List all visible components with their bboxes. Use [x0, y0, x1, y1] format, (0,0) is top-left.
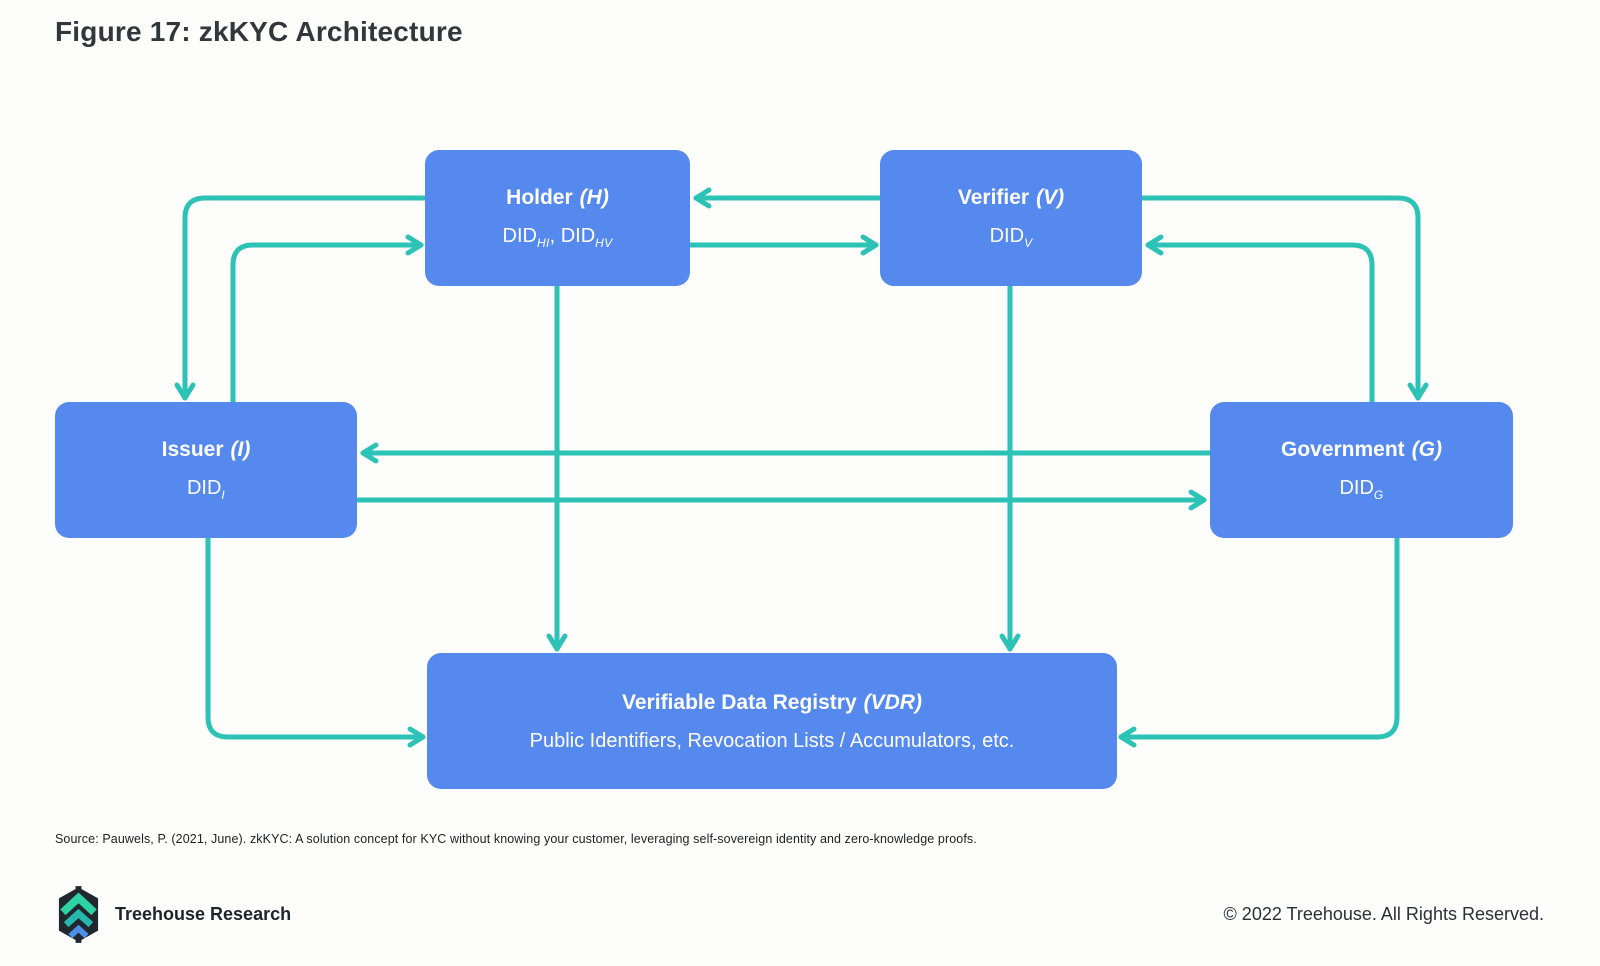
issuer-box-title: Issuer(I) — [161, 438, 251, 461]
holder-box-title: Holder(H) — [506, 186, 609, 209]
holder-box-dids: DIDHI, DIDHV — [502, 225, 613, 250]
treehouse-logo-icon — [58, 885, 99, 943]
verifier-box-title: Verifier(V) — [957, 186, 1065, 209]
government-box: Government(G) DIDG — [1210, 402, 1513, 538]
issuer-box-did: DIDI — [186, 477, 226, 502]
vdr-box-title: Verifiable Data Registry(VDR) — [622, 690, 922, 714]
vdr-box: Verifiable Data Registry(VDR) Public Ide… — [427, 653, 1117, 789]
arrow-verifier-to-government — [1139, 195, 1429, 401]
vdr-box-subtitle: Public Identifiers, Revocation Lists / A… — [529, 729, 1015, 752]
source-citation: Source: Pauwels, P. (2021, June). zkKYC:… — [55, 832, 977, 846]
issuer-box: Issuer(I) DIDI — [55, 402, 357, 538]
holder-box: Holder(H) DIDHI, DIDHV — [425, 150, 690, 286]
arrow-issuer-to-vdr — [205, 535, 426, 748]
verifier-box: Verifier(V) DIDV — [880, 150, 1142, 286]
brand-lockup: Treehouse Research — [55, 885, 292, 943]
arrow-issuer-to-holder — [230, 234, 424, 405]
footer: Treehouse Research © 2022 Treehouse. All… — [55, 882, 1544, 946]
figure-title: Figure 17: zkKYC Architecture — [55, 16, 463, 47]
brand-name: Treehouse Research — [115, 903, 292, 924]
verifier-box-did: DIDV — [989, 225, 1033, 250]
government-box-title: Government(G) — [1280, 438, 1443, 461]
arrow-holder-to-issuer — [174, 195, 428, 401]
copyright-text: © 2022 Treehouse. All Rights Reserved. — [1223, 903, 1544, 924]
government-box-did: DIDG — [1339, 477, 1384, 502]
arrow-government-to-verifier — [1145, 234, 1375, 405]
arrow-government-to-vdr — [1118, 535, 1400, 748]
